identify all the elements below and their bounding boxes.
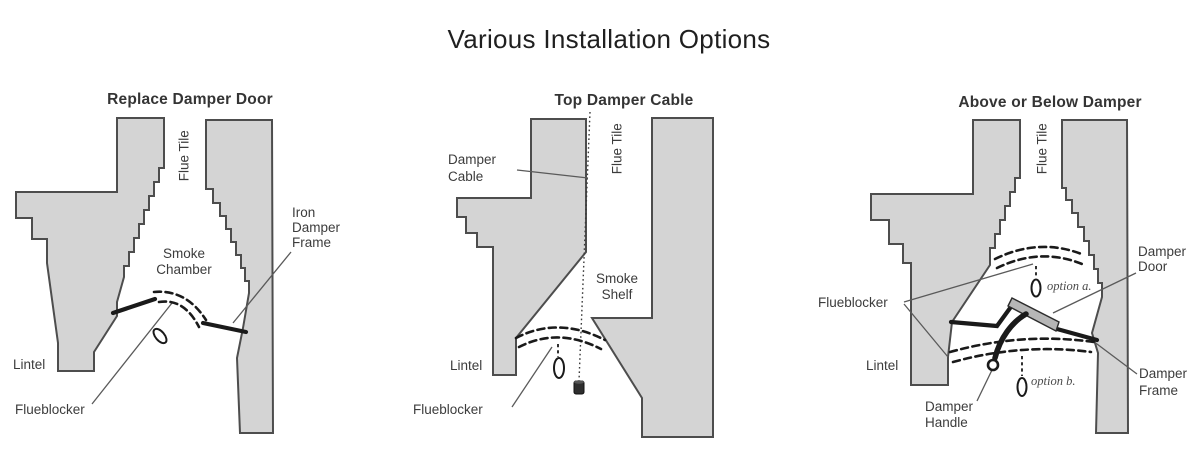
d2-damper-cable-line — [578, 111, 591, 382]
d2-flueblocker-label: Flueblocker — [413, 402, 483, 417]
d3-damper-handle-label: Damper Handle — [925, 399, 974, 430]
d3-lintel-label: Lintel — [866, 358, 899, 373]
d3-damper-handle-knob — [986, 358, 1000, 372]
d1-pull-tab — [152, 327, 168, 345]
d1-right-masonry — [205, 119, 275, 434]
d3-damper-door-label: Damper Door — [1138, 244, 1187, 274]
d1-flueblocker-label: Flueblocker — [15, 402, 85, 417]
d3-flueblocker-leader-upper — [903, 263, 1034, 303]
d2-right-masonry — [590, 117, 714, 438]
d2-lintel-label: Lintel — [450, 358, 483, 373]
d3-option-a-flueblocker-band — [993, 245, 1086, 261]
d3-damper-door-leader — [1052, 272, 1137, 314]
d1-iron-damper-frame-label: Iron Damper Frame — [292, 205, 341, 250]
d1-iron-damper-frame-left — [110, 296, 158, 316]
d2-flue-tile-label: Flue Tile — [609, 123, 625, 175]
d2-damper-cable-label: Damper Cable — [448, 152, 497, 184]
d3-flueblocker-leader-lower — [903, 303, 949, 358]
d1-flueblocker-band — [152, 290, 208, 322]
d1-lintel-label: Lintel — [13, 357, 46, 372]
d2-damper-cable-leader — [516, 169, 589, 179]
d2-pull-tab — [553, 357, 565, 379]
d2-left-masonry — [456, 118, 587, 376]
diagram-top-damper-cable — [456, 111, 714, 438]
diagram-replace-damper-door — [15, 117, 292, 434]
d2-flueblocker-band — [514, 326, 607, 342]
d3-option-b-flueblocker-band — [948, 337, 1096, 354]
d2-flueblocker-band-inner — [517, 336, 603, 351]
d1-smoke-chamber-label: Smoke Chamber — [156, 246, 212, 277]
d3-option-b-pull-tab — [1016, 377, 1028, 397]
d2-title: Top Damper Cable — [554, 92, 694, 109]
d3-damper-door — [1007, 297, 1060, 332]
d3-damper-frame-leader — [1092, 340, 1138, 375]
d3-flueblocker-label: Flueblocker — [818, 295, 888, 310]
d3-left-masonry — [870, 119, 1021, 386]
d3-option-b-label: option b. — [1031, 374, 1076, 388]
d1-iron-damper-frame-leader — [232, 251, 292, 324]
d3-damper-handle-leader — [976, 369, 993, 402]
d2-flueblocker-leader — [511, 346, 553, 408]
d1-flueblocker-leader — [91, 302, 173, 405]
d1-left-masonry — [15, 117, 165, 372]
page-title: Various Installation Options — [447, 24, 771, 54]
d3-title: Above or Below Damper — [958, 94, 1142, 111]
d3-option-a-label: option a. — [1047, 279, 1092, 293]
d3-option-b-flueblocker-band-inner — [951, 347, 1093, 364]
diagram-above-or-below-damper — [870, 119, 1138, 434]
d3-damper-handle — [992, 311, 1029, 361]
d2-cable-weight — [573, 380, 585, 395]
d3-damper-frame-right — [1054, 326, 1100, 343]
d1-title: Replace Damper Door — [107, 91, 273, 108]
d1-flueblocker-band-inner — [157, 300, 201, 329]
d3-option-a-flueblocker-band-inner — [995, 255, 1084, 270]
d1-iron-damper-frame-right — [200, 320, 249, 335]
d3-damper-frame-label: Damper Frame — [1139, 366, 1188, 398]
d3-option-a-pull-tab — [1030, 278, 1042, 298]
d1-flue-tile-label: Flue Tile — [176, 130, 192, 182]
d3-flue-tile-label: Flue Tile — [1034, 123, 1050, 175]
d2-smoke-shelf-label: Smoke Shelf — [595, 271, 639, 302]
d3-damper-frame-left — [948, 301, 1016, 329]
